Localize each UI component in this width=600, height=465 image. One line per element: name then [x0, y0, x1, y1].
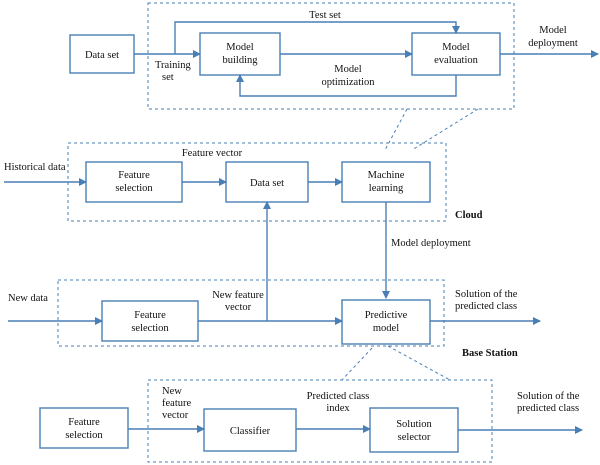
set-label: set: [162, 72, 174, 83]
model-optimization-label-1: Model: [334, 64, 361, 75]
machine-learning-label-2: learning: [369, 183, 404, 194]
bottom-feature-label: feature: [162, 398, 191, 409]
cloud-data-set-label: Data set: [250, 178, 284, 189]
connector-bottom-left: [341, 347, 373, 381]
top-deployment-label-1: Model: [539, 25, 566, 36]
bottom-new-label: New: [162, 386, 182, 397]
model-optimization-label-2: optimization: [321, 77, 375, 88]
top-data-set-label: Data set: [85, 50, 119, 61]
model-building-box: [199, 32, 281, 76]
new-feature-vector-label-2: vector: [225, 302, 252, 313]
connector-bottom-right: [387, 345, 451, 381]
base-feature-selection-label-1: Feature: [134, 310, 166, 321]
test-set-arrow: [174, 21, 460, 54]
predictive-model-box: [341, 299, 431, 345]
bottom-group-border: [147, 379, 493, 463]
new-feature-vector-label-1: New feature: [212, 290, 264, 301]
bottom-feature-selection-box: [39, 407, 129, 449]
solution-selector-label-2: selector: [398, 432, 431, 443]
model-deployment-label: Model deployment: [391, 238, 471, 249]
historical-data-label: Historical data: [4, 162, 66, 173]
connector-left: [384, 108, 408, 151]
bottom-feature-selection-label-2: selection: [65, 430, 103, 441]
base-solution-label-1: Solution of the: [455, 289, 518, 300]
model-evaluation-label-2: evaluation: [434, 55, 478, 66]
feature-vector-label: Feature vector: [182, 148, 243, 159]
cloud-feature-selection-label-1: Feature: [118, 170, 150, 181]
base-feature-selection-box: [101, 300, 199, 342]
base-solution-label-2: predicted class: [455, 301, 517, 312]
cloud-feature-selection-box: [85, 161, 183, 203]
training-label: Training: [155, 60, 192, 71]
base-station-title: Base Station: [462, 348, 518, 359]
model-evaluation-label-1: Model: [442, 42, 469, 53]
solution-selector-box: [369, 407, 459, 453]
bottom-feature-selection-label-1: Feature: [68, 417, 100, 428]
test-set-label: Test set: [309, 10, 341, 21]
solution-selector-label-1: Solution: [396, 419, 432, 430]
predictive-model-label-1: Predictive: [365, 310, 408, 321]
top-deployment-label-2: deployment: [528, 38, 578, 49]
connector-right: [411, 108, 479, 151]
model-building-label-1: Model: [226, 42, 253, 53]
classifier-label: Classifier: [230, 426, 271, 437]
cloud-feature-selection-label-2: selection: [115, 183, 153, 194]
predicted-class-index-label-1: Predicted class: [307, 391, 370, 402]
predicted-class-index-label-2: index: [326, 403, 350, 414]
cloud-data-set-box: [225, 161, 309, 203]
base-feature-selection-label-2: selection: [131, 323, 169, 334]
top-group-border: [147, 2, 515, 110]
model-evaluation-box: [411, 32, 501, 76]
bottom-solution-label-1: Solution of the: [517, 391, 580, 402]
model-building-label-2: building: [222, 55, 258, 66]
base-station-group-border: [57, 279, 445, 347]
machine-learning-label-1: Machine: [368, 170, 405, 181]
machine-learning-box: [341, 161, 431, 203]
predictive-model-label-2: model: [373, 323, 399, 334]
new-data-label: New data: [8, 293, 48, 304]
bottom-vector-label: vector: [162, 410, 189, 421]
bottom-solution-label-2: predicted class: [517, 403, 579, 414]
model-optimization-arrow: [236, 74, 457, 97]
cloud-title: Cloud: [455, 210, 483, 221]
